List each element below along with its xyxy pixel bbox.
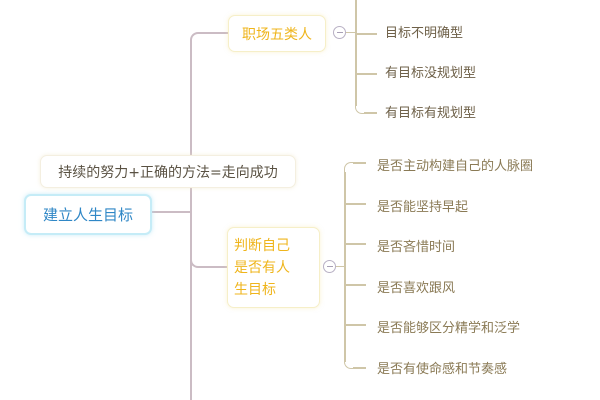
leaf-item[interactable]: 是否能够区分精学和泛学 (377, 321, 521, 336)
leaf-item[interactable]: 有目标有规划型 (385, 106, 477, 121)
leaf-item[interactable]: 是否吝惜时间 (377, 240, 456, 255)
trunk-corner-branch2 (190, 254, 204, 268)
branch1-leaf-tick-0 (355, 33, 377, 35)
leaf-item[interactable]: 目标不明确型 (385, 26, 464, 41)
branch-label: 职场五类人 (242, 26, 312, 43)
branch2-leaf-corner-bottom (344, 356, 354, 369)
branch2-leaf-tick-5 (353, 367, 366, 369)
branch2-leaf-corner-top (344, 162, 354, 174)
branch-label-line: 是否有人 (234, 259, 290, 276)
trunk-corner-top (190, 32, 204, 46)
leaf-item[interactable]: 是否喜欢跟风 (377, 281, 456, 296)
trunk-to-branch1-connector (203, 32, 228, 34)
root-to-trunk-connector (152, 211, 191, 213)
leaf-item[interactable]: 是否有使命感和节奏感 (377, 362, 508, 377)
leaf-item[interactable]: 是否能坚持早起 (377, 200, 469, 215)
minus-icon (336, 32, 343, 33)
formula-label: 持续的努力+正确的方法=走向成功 (58, 164, 278, 181)
branch2-leaf-tick-1 (344, 203, 366, 205)
formula-note[interactable]: 持续的努力+正确的方法=走向成功 (40, 155, 296, 188)
branch1-leaf-corner (355, 100, 365, 114)
root-node[interactable]: 建立人生目标 (24, 194, 152, 235)
branch2-collapse-connector (336, 266, 346, 267)
branch2-leaf-tick-2 (344, 243, 366, 245)
branch2-leaf-tick-3 (344, 284, 366, 286)
branch-label-line: 生目标 (234, 281, 276, 298)
root-label: 建立人生目标 (42, 206, 133, 224)
collapse-toggle-branch2[interactable] (323, 260, 336, 273)
branch-node-self-assessment[interactable]: 判断自己 是否有人 生目标 (227, 227, 320, 308)
branch1-collapse-connector (346, 32, 356, 33)
branch2-leaf-spine (344, 172, 346, 362)
branch1-leaf-tick-1 (355, 73, 377, 75)
branch2-leaf-tick-4 (344, 324, 366, 326)
branch-node-workplace-types[interactable]: 职场五类人 (228, 15, 326, 52)
branch-label-line: 判断自己 (234, 237, 290, 254)
trunk-connector (190, 40, 192, 400)
collapse-toggle-branch1[interactable] (333, 26, 346, 39)
minus-icon (326, 266, 333, 267)
leaf-item[interactable]: 有目标没规划型 (385, 66, 477, 81)
branch-label-multiline: 判断自己 是否有人 生目标 (228, 231, 296, 305)
trunk-to-branch2-connector (203, 266, 227, 268)
branch1-leaf-tick-2 (364, 112, 377, 114)
branch1-leaf-spine (355, 0, 357, 106)
branch2-leaf-tick-0 (353, 162, 366, 164)
leaf-item[interactable]: 是否主动构建自己的人脉圈 (377, 159, 534, 174)
